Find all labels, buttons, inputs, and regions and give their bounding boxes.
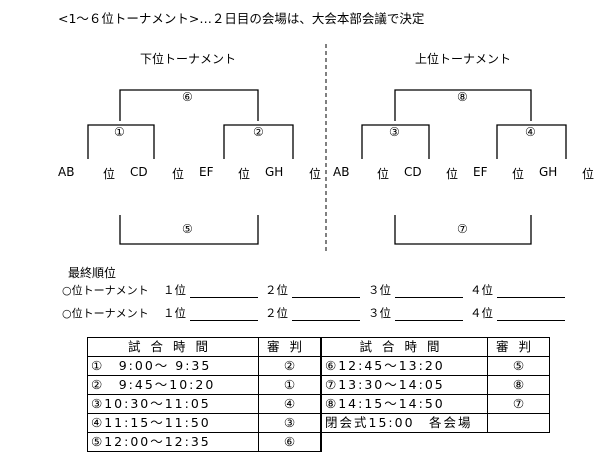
- lower-final-number: ⑥: [182, 90, 193, 104]
- lower-semi-right-number: ②: [253, 125, 264, 139]
- ranking-row-1-pos-4: ４位: [470, 283, 493, 297]
- upper-final-number: ⑧: [457, 90, 468, 104]
- ranking-row-2-blank-4[interactable]: [497, 320, 565, 321]
- match-time: ⑤12:00～12:35: [87, 432, 259, 452]
- match-time: ⑧14:15～14:50: [320, 394, 488, 414]
- empty-cell: [321, 433, 488, 452]
- upper-label-rank: 位: [582, 167, 595, 181]
- header-time: 試合時間: [87, 337, 259, 357]
- upper-tournament-title: 上位トーナメント: [415, 52, 512, 66]
- schedule-row: ④11:15～11:50 ③ 閉会式15:00 各会場: [87, 413, 550, 433]
- upper-consolation-number: ⑦: [457, 222, 468, 236]
- ranking-row-2-pos-3: ３位: [368, 306, 391, 320]
- match-time: ② 9:45～10:20: [87, 375, 259, 395]
- lower-label-rank: 位: [172, 167, 185, 181]
- lower-label-rank: 位: [238, 167, 251, 181]
- ranking-row-1-pos-3: ３位: [368, 283, 391, 297]
- upper-semi-right-number: ④: [525, 125, 536, 139]
- closing-ceremony: 閉会式15:00 各会場: [320, 413, 488, 433]
- header-time: 試合時間: [320, 337, 488, 357]
- match-referee: ⑤: [487, 356, 550, 376]
- schedule-header-row: 試合時間 審判 試合時間 審判: [87, 337, 550, 357]
- header-referee: 審判: [258, 337, 322, 357]
- header-referee: 審判: [487, 337, 550, 357]
- page-heading: <1～６位トーナメント>…２日目の会場は、大会本部会議で決定: [58, 11, 425, 26]
- upper-semi-right-bracket: [496, 124, 567, 159]
- ranking-row-1-blank-4[interactable]: [497, 297, 565, 298]
- lower-semi-left-bracket: [87, 124, 155, 159]
- upper-label-rank: 位: [446, 167, 459, 181]
- upper-label-ef: EF: [473, 165, 488, 179]
- ranking-row-1-blank-3[interactable]: [395, 297, 463, 298]
- schedule-row: ⑤12:00～12:35 ⑥: [87, 432, 550, 452]
- ranking-row-1-pos-2: ２位: [265, 283, 288, 297]
- empty-cell: [488, 433, 550, 452]
- match-referee: ①: [258, 375, 322, 395]
- match-time: ④11:15～11:50: [87, 413, 259, 433]
- lower-label-cd: CD: [130, 165, 148, 179]
- match-referee: ⑦: [487, 394, 550, 414]
- lower-label-rank: 位: [103, 167, 116, 181]
- ranking-row-2-pos-1: １位: [163, 306, 186, 320]
- upper-label-cd: CD: [404, 165, 422, 179]
- lower-tournament-title: 下位トーナメント: [140, 52, 237, 66]
- ranking-row-1-pos-1: １位: [163, 283, 186, 297]
- ranking-row-1-label: ○位トーナメント: [62, 284, 149, 297]
- upper-semi-left-number: ③: [389, 125, 400, 139]
- lower-label-ab: AB: [58, 165, 75, 179]
- ranking-row-2-label: ○位トーナメント: [62, 307, 149, 320]
- upper-label-rank: 位: [512, 167, 525, 181]
- ranking-row-1-blank-1[interactable]: [190, 297, 258, 298]
- match-time: ⑦13:30～14:05: [320, 375, 488, 395]
- lower-consolation-number: ⑤: [182, 222, 193, 236]
- lower-label-ef: EF: [199, 165, 214, 179]
- lower-consolation-bracket: [119, 215, 259, 245]
- upper-consolation-bracket: [394, 215, 532, 245]
- upper-label-ab: AB: [333, 165, 350, 179]
- lower-semi-right-bracket: [223, 124, 294, 159]
- upper-semi-left-bracket: [361, 124, 430, 159]
- ranking-row-2-blank-3[interactable]: [395, 320, 463, 321]
- lower-final-bracket: [119, 89, 259, 121]
- lower-semi-left-number: ①: [114, 125, 125, 139]
- schedule-row: ① 9:00～ 9:35 ② ⑥12:45～13:20 ⑤: [87, 356, 550, 376]
- ranking-row-2-pos-2: ２位: [265, 306, 288, 320]
- upper-label-rank: 位: [377, 167, 390, 181]
- final-ranking-heading: 最終順位: [68, 266, 117, 280]
- match-referee: ③: [258, 413, 322, 433]
- ranking-row-2-blank-2[interactable]: [292, 320, 360, 321]
- ranking-row-1-blank-2[interactable]: [292, 297, 360, 298]
- upper-final-bracket: [394, 89, 532, 121]
- lower-label-gh: GH: [265, 165, 284, 179]
- schedule-table: 試合時間 審判 試合時間 審判 ① 9:00～ 9:35 ② ⑥12:45～13…: [87, 337, 550, 452]
- match-referee: ⑧: [487, 375, 550, 395]
- upper-label-gh: GH: [539, 165, 558, 179]
- match-time: ⑥12:45～13:20: [320, 356, 488, 376]
- lower-label-rank: 位: [309, 167, 322, 181]
- match-time: ③10:30～11:05: [87, 394, 259, 414]
- ranking-row-2-blank-1[interactable]: [190, 320, 258, 321]
- match-time: ① 9:00～ 9:35: [87, 356, 259, 376]
- match-referee: ⑥: [258, 432, 322, 452]
- schedule-row: ② 9:45～10:20 ① ⑦13:30～14:05 ⑧: [87, 375, 550, 395]
- match-referee: [487, 413, 550, 433]
- match-referee: ④: [258, 394, 322, 414]
- schedule-row: ③10:30～11:05 ④ ⑧14:15～14:50 ⑦: [87, 394, 550, 414]
- match-referee: ②: [258, 356, 322, 376]
- ranking-row-2-pos-4: ４位: [470, 306, 493, 320]
